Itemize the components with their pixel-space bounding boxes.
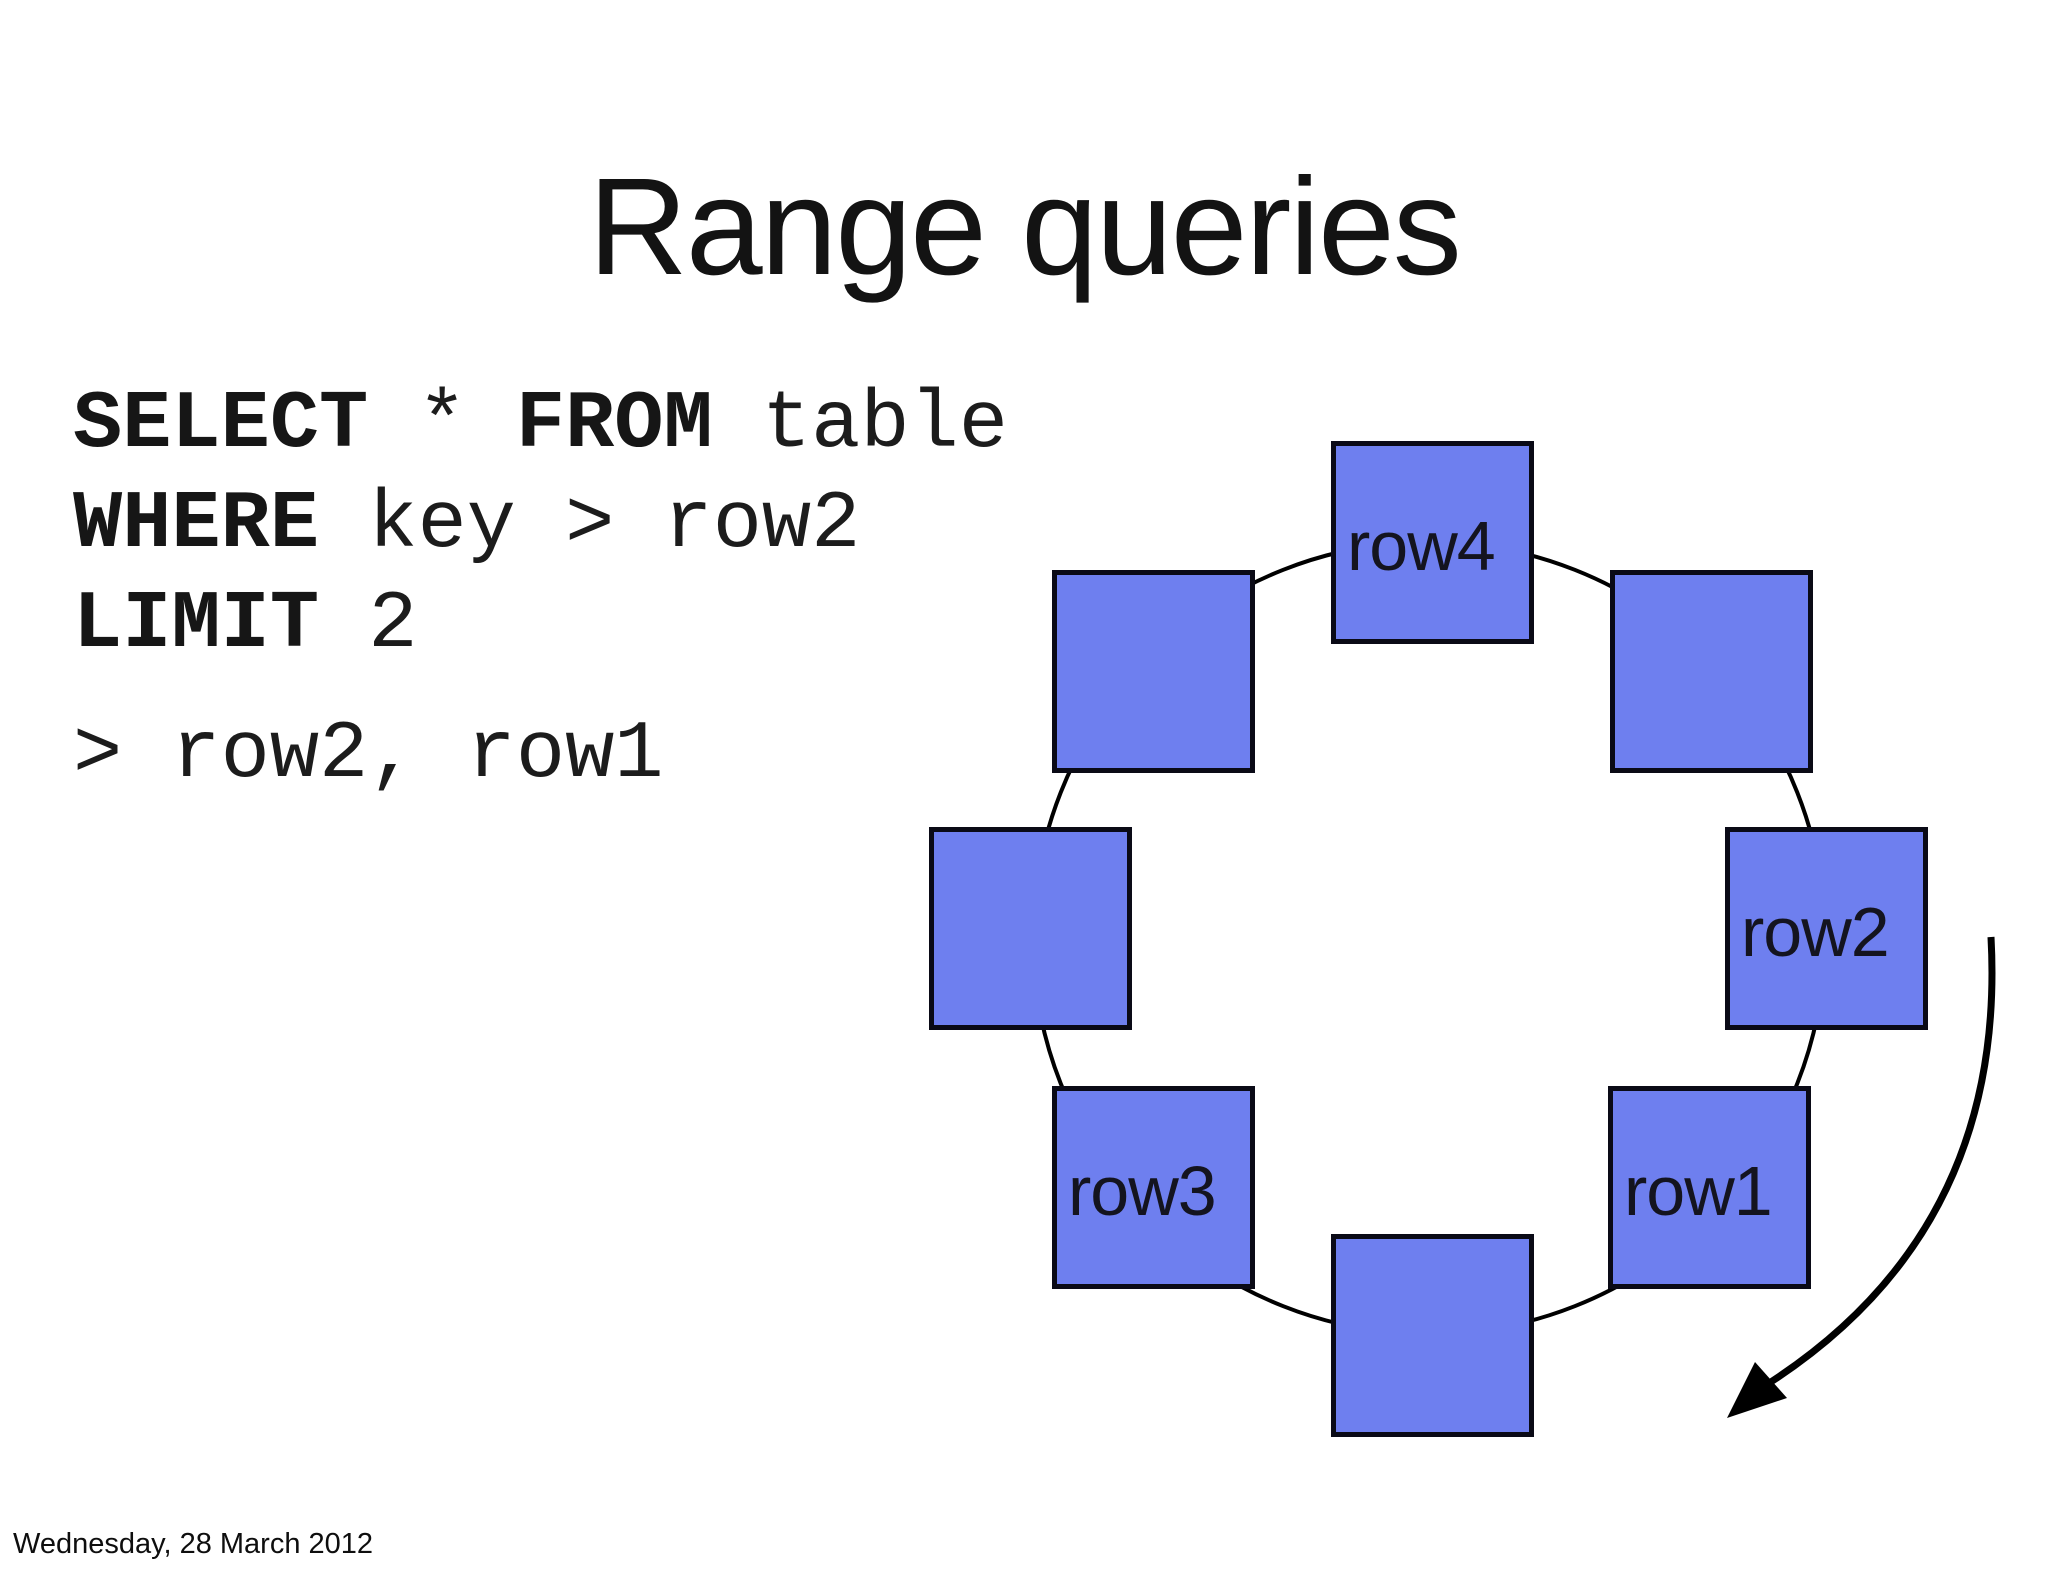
sql-keyword: FROM <box>515 378 713 471</box>
sql-text: table <box>712 378 1008 471</box>
ring-node-row4: row4 <box>1331 441 1534 644</box>
ring-node-row1: row1 <box>1608 1086 1811 1289</box>
code-line: WHERE key > row2 <box>73 475 1008 575</box>
ring-node-row3: row3 <box>1052 1086 1255 1289</box>
sql-text: * <box>368 378 516 471</box>
code-line: SELECT * FROM table <box>73 375 1008 475</box>
query-result-line: > row2, row1 <box>73 708 664 801</box>
sql-keyword: SELECT <box>73 378 369 471</box>
ring-node-unlabeled-top-right <box>1610 570 1813 773</box>
ring-node-label: row4 <box>1347 506 1496 585</box>
direction-arrow-head <box>1727 1362 1787 1418</box>
page-title: Range queries <box>588 150 1462 304</box>
ring-node-unlabeled-bottom <box>1331 1234 1534 1437</box>
ring-node-label: row1 <box>1624 1151 1773 1230</box>
slide-date: Wednesday, 28 March 2012 <box>13 1528 374 1560</box>
ring-node-unlabeled-top-left <box>1052 570 1255 773</box>
ring-node-unlabeled-left <box>929 827 1132 1030</box>
sql-text: key > row2 <box>319 478 861 571</box>
code-line: LIMIT 2 <box>73 575 1008 675</box>
sql-keyword: LIMIT <box>73 578 320 671</box>
ring-node-label: row2 <box>1741 892 1890 971</box>
ring-node-label: row3 <box>1068 1151 1217 1230</box>
ring-node-row2: row2 <box>1725 827 1928 1030</box>
sql-keyword: WHERE <box>73 478 320 571</box>
sql-text: 2 <box>319 578 418 671</box>
direction-arrow <box>1761 936 1996 1390</box>
